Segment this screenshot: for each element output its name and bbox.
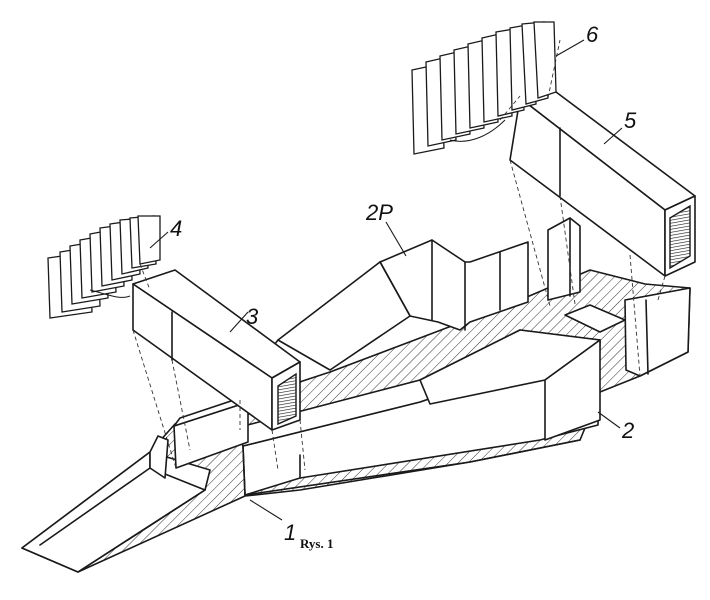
label-4: 4 xyxy=(170,216,182,241)
part-3-beam xyxy=(132,269,301,431)
label-3: 3 xyxy=(246,304,259,329)
part-6-fin-stack xyxy=(411,21,557,155)
part-4-fin-stack xyxy=(47,215,161,319)
part-labels: 1 2 2P 3 4 5 6 Rys. 1 xyxy=(149,22,637,551)
label-6: 6 xyxy=(586,22,599,47)
label-2: 2 xyxy=(621,418,634,443)
assembly-projection-lines xyxy=(132,39,666,471)
figure-caption: Rys. 1 xyxy=(300,536,334,551)
part-5-beam xyxy=(509,85,696,277)
part-2p-channel xyxy=(269,217,581,371)
label-2p: 2P xyxy=(365,200,393,225)
label-1: 1 xyxy=(284,520,296,545)
label-5: 5 xyxy=(624,108,637,133)
base-part-1 xyxy=(21,269,691,573)
